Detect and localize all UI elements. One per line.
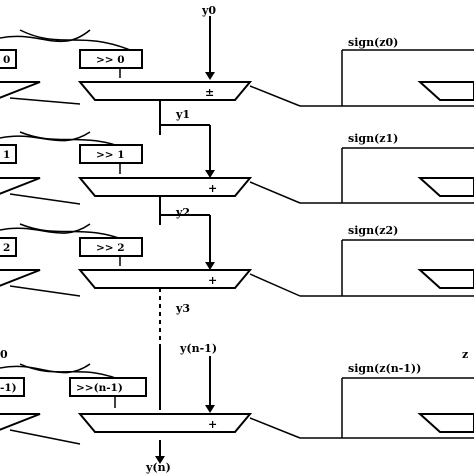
adder-op: ± — [205, 86, 214, 99]
cross-wire-a — [0, 29, 91, 43]
sign-feed-left — [249, 273, 301, 297]
y-out-label: y1 — [175, 108, 190, 121]
left-feed — [9, 193, 81, 205]
shift-left-label: 0 — [3, 54, 10, 66]
sign-label: sign(z0) — [348, 36, 398, 49]
stage-0: 0 >> 0 ± sign(z0) y0 y1 — [0, 4, 474, 121]
adder-op: + — [208, 418, 217, 431]
sign-feed-left — [249, 417, 301, 439]
y-in-label: y0 — [201, 4, 216, 17]
shift-right-box — [69, 377, 147, 397]
left-adder-part — [0, 81, 41, 99]
shift-left-label: 2 — [3, 242, 10, 254]
right-adder-part — [417, 177, 474, 197]
shift-right-label: >> 0 — [96, 54, 125, 66]
arrow-y1-icon — [205, 170, 215, 178]
right-adder-part — [417, 413, 474, 433]
shift-left-box — [0, 144, 17, 164]
sign-label: sign(z(n-1)) — [348, 362, 421, 375]
adder-trapezoid — [77, 269, 253, 289]
left-feed — [9, 429, 81, 445]
adder-trapezoid — [77, 413, 253, 433]
sign-feed-left — [249, 85, 301, 107]
sign-label: sign(z1) — [348, 132, 398, 145]
y-in-label: y(n-1) — [179, 342, 217, 355]
shift-right-label: >> 2 — [96, 242, 125, 254]
cross-wire-b — [19, 223, 131, 243]
left-adder-part — [0, 269, 41, 287]
stage-2: 2 >> 2 + sign(z2) y3 — [0, 223, 474, 315]
shift-right-label: >> 1 — [96, 149, 125, 161]
sign-label: sign(z2) — [348, 224, 398, 237]
shift-left-label: 1 — [3, 149, 10, 161]
shift-right-label: >>(n-1) — [76, 382, 123, 394]
arrow-out-icon — [155, 456, 165, 464]
y-out-label: y2 — [175, 206, 190, 219]
left-adder-part — [0, 413, 41, 431]
adder-trapezoid — [77, 81, 253, 101]
y-out-label: y(n) — [145, 461, 171, 474]
cross-wire-b — [19, 29, 131, 51]
sign-feed-left — [249, 181, 301, 204]
adder-op: + — [208, 182, 217, 195]
right-adder-part — [417, 269, 474, 289]
y-out-label: y3 — [175, 302, 190, 315]
arrow-y2-icon — [205, 262, 215, 270]
arrow-y0-icon — [205, 72, 215, 80]
shift-left-box — [0, 49, 17, 69]
shift-left-box — [0, 237, 17, 257]
shift-right-box — [79, 144, 143, 164]
shift-left-label: -1) — [0, 382, 17, 394]
right-adder-part — [417, 81, 474, 101]
shift-left-box — [0, 377, 25, 397]
shift-right-box — [79, 49, 143, 69]
adder-op: + — [208, 274, 217, 287]
stage-n: 0 -1) >>(n-1) + sign(z(n-1)) z y(n-1) y(… — [0, 342, 474, 474]
left-adder-part — [0, 177, 41, 195]
left-feed — [9, 285, 81, 297]
right-edge-label: z — [462, 348, 468, 361]
stage-1: 1 >> 1 + sign(z1) y2 — [0, 131, 474, 219]
left-feed — [9, 97, 81, 105]
cross-wire-a — [0, 223, 91, 234]
left-edge-label: 0 — [0, 348, 8, 361]
shift-right-box — [79, 237, 143, 257]
arrow-yn-icon — [205, 405, 215, 413]
adder-trapezoid — [77, 177, 253, 197]
